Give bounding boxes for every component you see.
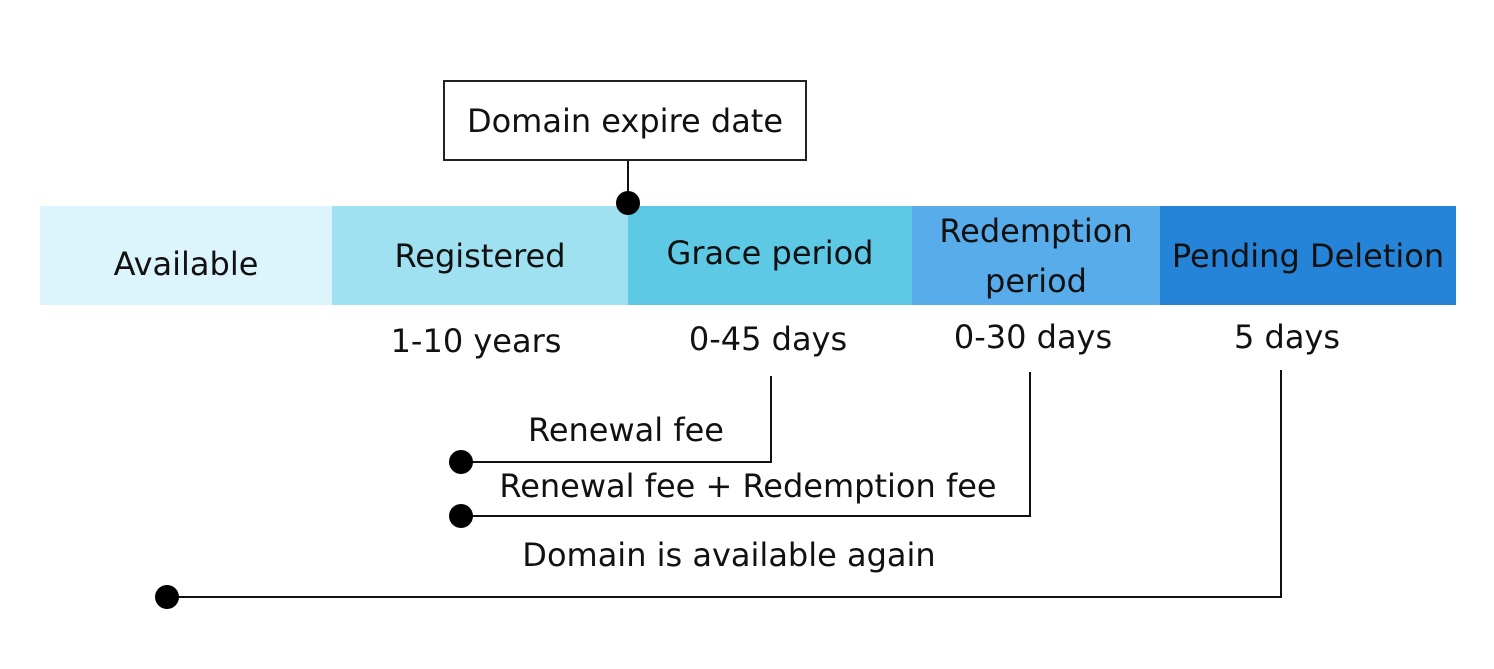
- renewal-redemption-fee-label: Renewal fee + Redemption fee: [499, 467, 997, 505]
- domain-available-again-label: Domain is available again: [522, 536, 936, 574]
- redemption-fee-line: [461, 372, 1031, 517]
- stage-grace-period: Grace period: [628, 206, 912, 305]
- duration-registered: 1-10 years: [390, 322, 562, 360]
- stage-redemption-period-label: Redemption period: [939, 211, 1133, 300]
- duration-redemption: 0-30 days: [953, 318, 1113, 356]
- stage-registered: Registered: [332, 206, 628, 305]
- expire-date-dot: [616, 191, 640, 215]
- duration-pending: 5 days: [1233, 318, 1341, 356]
- stage-available-label: Available: [113, 244, 259, 283]
- domain-expire-date-label: Domain expire date: [466, 101, 784, 140]
- redemption-fee-dot: [449, 504, 473, 528]
- stage-pending-deletion-label: Pending Deletion: [1171, 236, 1445, 275]
- available-again-dot: [155, 585, 179, 609]
- stage-grace-period-label: Grace period: [666, 233, 874, 272]
- stage-registered-label: Registered: [394, 236, 566, 275]
- stage-available: Available: [40, 206, 332, 305]
- domain-expire-date-box: Domain expire date: [443, 80, 807, 161]
- stage-pending-deletion: Pending Deletion: [1160, 206, 1456, 305]
- renewal-fee-dot: [449, 450, 473, 474]
- renewal-fee-label: Renewal fee: [528, 411, 724, 449]
- renewal-fee-line: [461, 376, 772, 463]
- stage-redemption-period: Redemption period: [912, 206, 1160, 305]
- available-again-line: [167, 370, 1282, 598]
- duration-grace: 0-45 days: [688, 320, 848, 358]
